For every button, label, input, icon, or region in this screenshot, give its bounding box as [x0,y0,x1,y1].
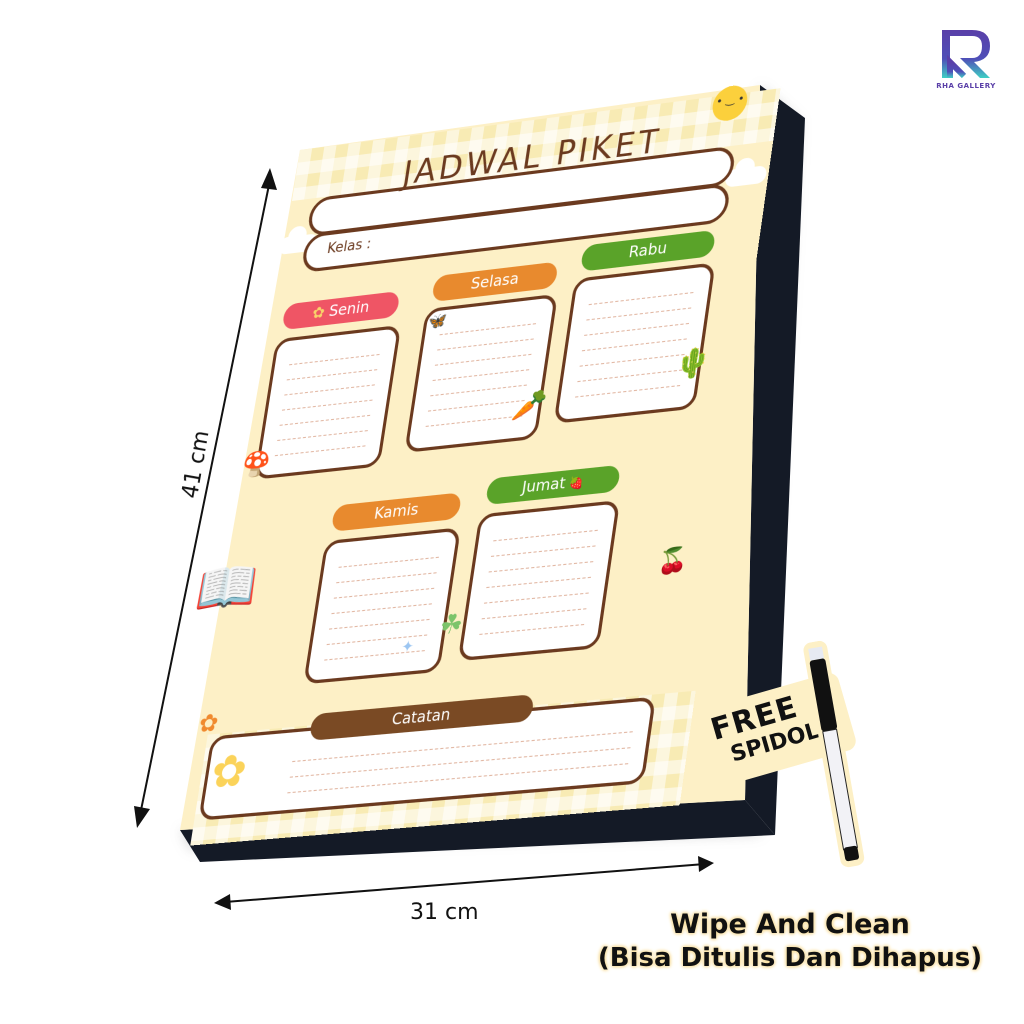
cactus-icon: 🌵 [673,345,713,383]
sparkle-icon: ✦ [400,637,416,657]
cherry-icon: 🍒 [655,545,690,578]
kelas-label: Kelas : [325,236,373,258]
tagline-line-2: (Bisa Ditulis Dan Dihapus) [597,943,983,973]
day-box-rabu[interactable] [553,262,716,424]
strawberry-icon: 🍓 [564,475,585,492]
carrot-icon: 🥕 [509,387,549,425]
width-dimension-label: 31 cm [410,900,479,925]
day-box-senin[interactable] [253,324,402,480]
rha-gallery-logo: RHA GALLERY [928,22,1004,94]
tagline: Wipe And Clean (Bisa Ditulis Dan Dihapus… [590,908,990,974]
mushroom-icon: 🍄 [239,450,273,481]
marker-pen-icon [803,640,865,868]
clover-icon: ☘ [437,607,466,642]
kids-reading-book-icon: 📖 [191,553,263,622]
butterfly-icon: 🦋 [426,311,448,332]
logo-text: RHA GALLERY [936,82,996,90]
r-logo-icon [942,30,990,79]
day-box-kamis[interactable] [303,527,462,685]
tagline-line-1: Wipe And Clean [670,909,910,940]
day-box-selasa[interactable] [404,293,559,453]
day-box-jumat[interactable] [457,499,621,662]
